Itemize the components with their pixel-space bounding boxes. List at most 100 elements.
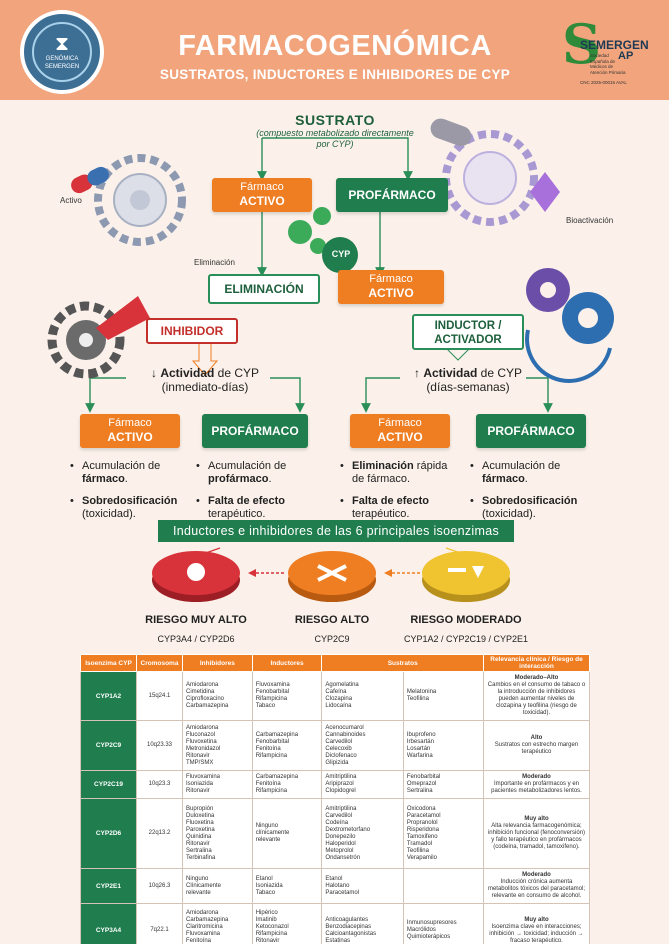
cell-item: Amiodarona bbox=[186, 909, 219, 916]
cell-item: Oxicodona bbox=[406, 805, 436, 812]
cell-item: Agomelatina bbox=[325, 682, 359, 688]
cell-item: Paroxetina bbox=[186, 826, 215, 833]
cell-item: Inmunosupresores bbox=[406, 920, 457, 926]
cell-item: Codeína bbox=[325, 819, 349, 826]
cell-item: Metronidazol bbox=[186, 745, 221, 752]
genomica-logo: ⧗ GENÓMICA SEMERGEN bbox=[20, 10, 104, 94]
inhibidor-profarmaco: PROFÁRMACO bbox=[202, 414, 308, 448]
sustrato-title: SUSTRATO bbox=[295, 112, 375, 128]
list-item: Eliminación rápida de fármaco. bbox=[340, 460, 462, 486]
cell-item: Teofilina bbox=[406, 696, 429, 702]
farmaco-label: Fármaco bbox=[378, 417, 422, 429]
risk-disc-moderate bbox=[422, 551, 510, 602]
profarmaco-top: PROFÁRMACO bbox=[336, 178, 448, 212]
risk-disc-high bbox=[288, 551, 376, 602]
cell-item: Clozapina bbox=[325, 696, 353, 702]
genomica-logo-inner: ⧗ GENÓMICA SEMERGEN bbox=[32, 22, 92, 82]
cell-item: Isoniazida bbox=[186, 781, 214, 787]
cell-cromosoma: 15q24.1 bbox=[136, 671, 183, 721]
up-arrow-icon: ↑ bbox=[413, 366, 420, 380]
cell-item: Ketoconazol bbox=[255, 923, 289, 930]
cell-item: Clopidogrel bbox=[325, 788, 356, 794]
col-inductores: Inductores bbox=[251, 654, 323, 672]
list-item: Sobredosificación (toxicidad). bbox=[470, 495, 602, 521]
col-isoenzima: Isoenzima CYP bbox=[80, 654, 137, 672]
cell-item: Cannabinoides bbox=[325, 731, 366, 738]
activo-label: ACTIVO bbox=[377, 430, 423, 444]
semergen-tagline: Sociedad Española de Médicos de Atención… bbox=[590, 53, 626, 75]
cell-item: Diclofenaco bbox=[325, 752, 357, 759]
cell-item: Melatonina bbox=[406, 689, 437, 695]
cell-cromosoma: 10q26.3 bbox=[136, 868, 183, 904]
list-item: Falta de efecto terapéutico. bbox=[196, 495, 316, 521]
semergen-s-icon: S bbox=[562, 12, 601, 76]
cell-item: relevante bbox=[186, 889, 211, 896]
cell-item: Glipizida bbox=[325, 759, 349, 766]
table-header-row: Isoenzima CYP Cromosoma Inhibidores Indu… bbox=[80, 654, 590, 672]
cell-item: Fluvoxamina bbox=[186, 930, 221, 937]
cell-item: Carbamazepina bbox=[255, 774, 299, 780]
cell-item: Carvedilol bbox=[325, 738, 353, 745]
cell-item: Cimetidina bbox=[186, 689, 215, 695]
cell-item: Irbesartán bbox=[406, 738, 434, 745]
cell-item: TMP/SMX bbox=[186, 759, 214, 766]
cell-isoenzima: CYP2D6 bbox=[80, 798, 137, 869]
cell-item: Fluconazol bbox=[186, 731, 216, 738]
risk-high-cyps: CYP2C9 bbox=[314, 634, 350, 644]
cell-item: Dextrometorfano bbox=[325, 826, 371, 833]
cell-item: Rifampicina bbox=[255, 930, 288, 937]
col-relevancia: Relevancia clínica / Riesgo de interacci… bbox=[483, 654, 590, 672]
cell-item: Etanol bbox=[325, 875, 343, 882]
activo-label: ACTIVO bbox=[239, 194, 285, 208]
cell-item: Cafeína bbox=[325, 689, 347, 695]
genomica-logo-text: GENÓMICA SEMERGEN bbox=[44, 56, 80, 70]
cyp-table: Isoenzima CYP Cromosoma Inhibidores Indu… bbox=[80, 654, 590, 944]
list-item: Falta de efecto terapéutico. bbox=[340, 495, 462, 521]
cell-item: Halotano bbox=[325, 882, 350, 889]
sustrato-block: SUSTRATO (compuesto metabolizado directa… bbox=[255, 112, 415, 150]
cell-item: Quimioterápicos bbox=[406, 934, 451, 940]
cell-item: Rifampicina bbox=[255, 752, 288, 759]
farmaco-activo-top: Fármaco ACTIVO bbox=[212, 178, 312, 212]
cell-item: Verapamilo bbox=[406, 854, 437, 861]
cell-item: Fenitoína bbox=[186, 937, 212, 944]
cell-isoenzima: CYP3A4 bbox=[80, 903, 137, 944]
risk-description: Isoenzima clave en interacciones; inhibi… bbox=[489, 923, 584, 944]
cell-isoenzima: CYP2C19 bbox=[80, 770, 137, 799]
inductor-profarmaco: PROFÁRMACO bbox=[476, 414, 586, 448]
cell-item: Fluvoxamina bbox=[255, 682, 290, 688]
cell-item: Rifampicina bbox=[255, 788, 288, 794]
activo-caption: Activo bbox=[60, 196, 82, 205]
cell-isoenzima: CYP2C9 bbox=[80, 720, 137, 771]
inductor-actividad: ↑ Actividad de CYP (días-semanas) bbox=[388, 366, 548, 394]
cell-item: Ritonavir bbox=[186, 752, 210, 759]
col-sustratos: Sustratos bbox=[321, 654, 484, 672]
inhibidor-box: INHIBIDOR bbox=[146, 318, 238, 344]
cell-item: Clínicamente bbox=[186, 882, 222, 889]
isoenzymes-band: Inductores e inhibidores de las 6 princi… bbox=[158, 520, 514, 542]
gear-art-left bbox=[94, 154, 186, 246]
semergen-code: CNC 2025-00015 AVAL bbox=[580, 80, 627, 85]
semergen-brand: SEMERGEN bbox=[580, 38, 649, 52]
list-item: Acumulación de profármaco. bbox=[196, 460, 316, 486]
risk-level: Muy alto bbox=[524, 816, 549, 822]
risk-very-high-cyps: CYP3A4 / CYP2D6 bbox=[157, 634, 235, 644]
risk-description: Sustratos con estrecho margen terapéutic… bbox=[494, 742, 579, 755]
cell-item: Amiodarona bbox=[186, 682, 219, 688]
cell-item: Tramadol bbox=[406, 840, 433, 847]
risk-level: Moderado–Alto bbox=[514, 675, 559, 681]
cell-cromosoma: 10q23.3 bbox=[136, 770, 183, 799]
cell-item: Ritonavir bbox=[186, 788, 210, 794]
inhibidor-actividad: ↓ Actividad de CYP (inmediato-días) bbox=[130, 366, 280, 394]
cell-item: Ondansetrón bbox=[325, 854, 361, 861]
header-banner bbox=[0, 0, 669, 100]
